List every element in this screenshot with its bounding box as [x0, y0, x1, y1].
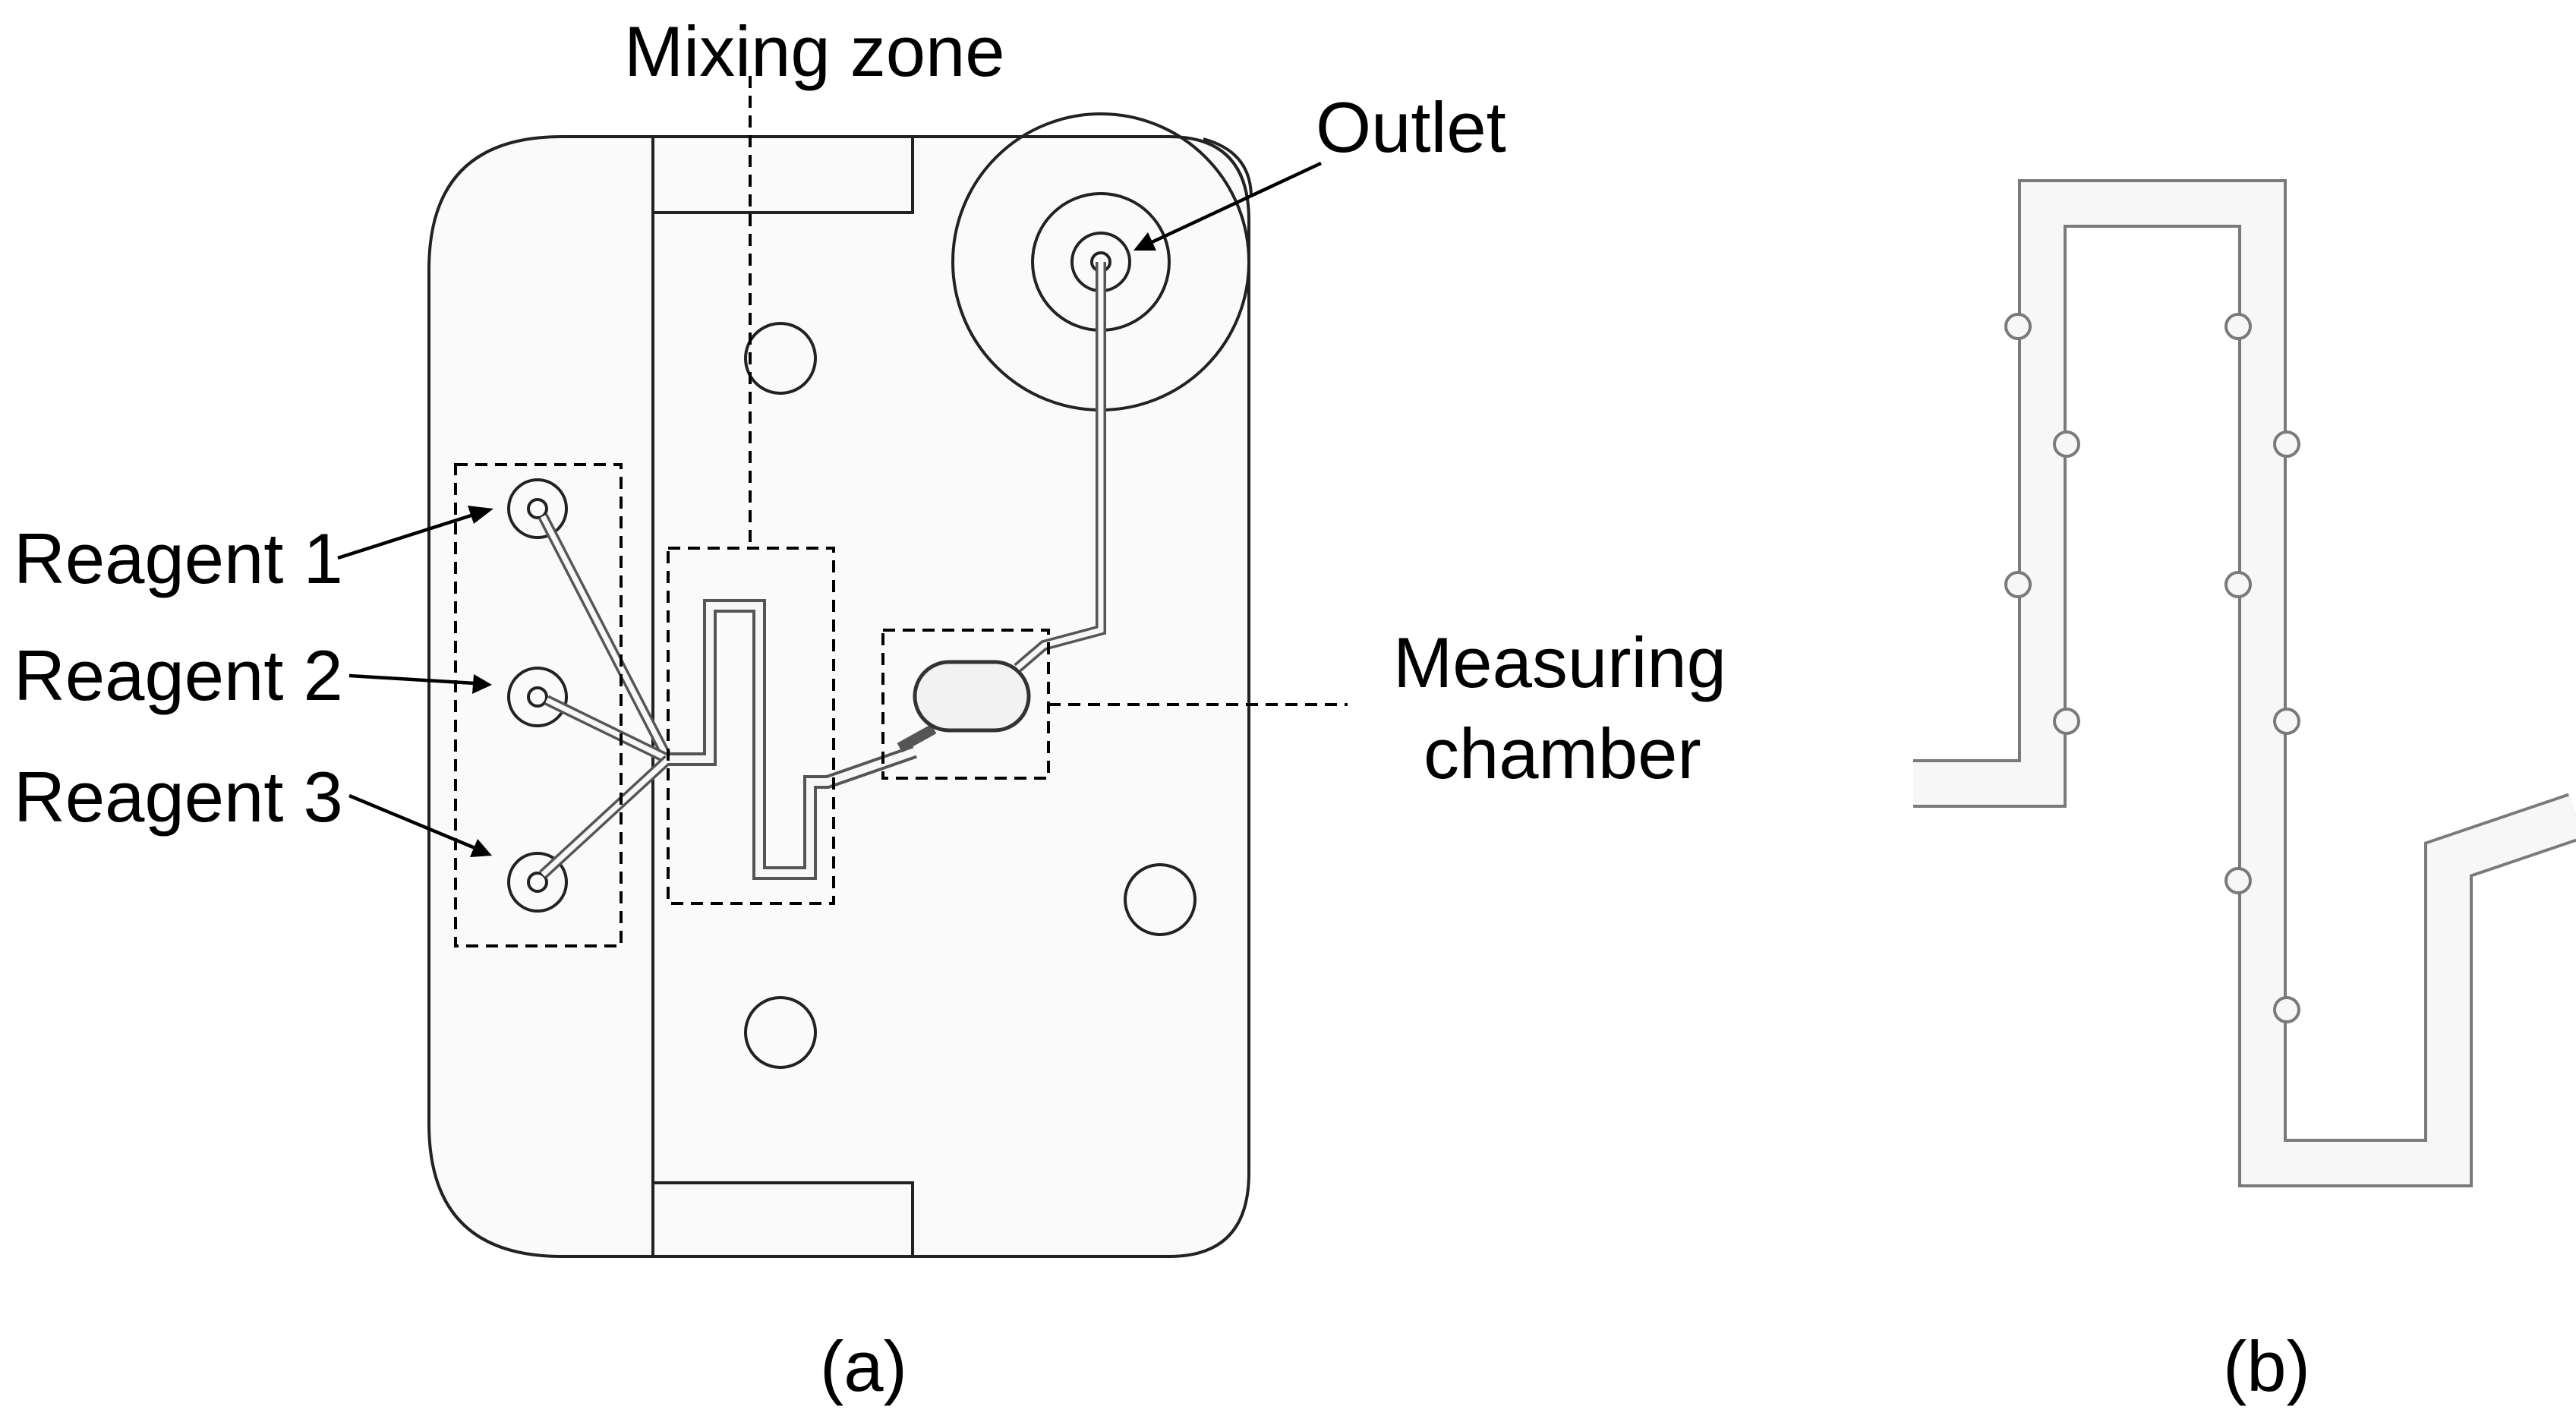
chip-top-tab: [653, 137, 914, 214]
reagent-1-port-outer: [507, 478, 568, 539]
mixing-zone-box: [667, 547, 835, 905]
mixing-zone-label: Mixing zone: [624, 11, 1005, 91]
chip-bottom-tab: [653, 1181, 914, 1256]
reagent-2-port-outer: [507, 667, 568, 727]
outlet-bump: [1203, 137, 1253, 198]
chip-body-outline: [427, 135, 1250, 1258]
outlet-label: Outlet: [1316, 87, 1506, 167]
reagent-2-arrow: [348, 673, 492, 694]
panel-b-zoom-view: (b): [1913, 179, 2576, 1406]
reagent-2-label: Reagent 2: [14, 635, 343, 715]
reagent-2-channel-core: [545, 697, 670, 762]
zoom-channel-notches: [2004, 313, 2300, 1023]
panel-a-caption: (a): [820, 1326, 907, 1406]
outlet-arrow: [1134, 161, 1322, 251]
reagent-3-label: Reagent 3: [14, 757, 343, 837]
reagent-region-box: [454, 463, 623, 947]
reagent-3-port-inner: [527, 872, 548, 893]
reagent-3-arrow: [348, 793, 492, 857]
reagent-channels: [538, 513, 673, 879]
mounting-hole: [744, 996, 817, 1069]
mounting-hole: [1124, 863, 1197, 936]
outlet-channel: [1014, 262, 1106, 673]
reagent-3-port-outer: [507, 852, 568, 913]
measuring-chamber-label-line2: chamber: [1424, 714, 1701, 793]
reagent-1-port-inner: [527, 498, 548, 519]
mixing-channel: [668, 599, 917, 880]
zoom-channel-core: [1913, 182, 2576, 1184]
reagent-1-label: Reagent 1: [14, 519, 343, 598]
reagent-2-port-inner: [527, 686, 548, 708]
reagent-1-channel-core: [540, 515, 671, 761]
measuring-chamber-label-line1: Measuring: [1393, 623, 1726, 702]
panel-a-chip-diagram: Mixing zone Outlet Reagent 1 Reagent 2 R…: [14, 11, 1726, 1406]
chamber-inlet-channel: [897, 724, 937, 753]
reagent-3-channel-core: [541, 757, 670, 877]
mounting-hole: [744, 322, 817, 395]
measuring-chamber: [913, 660, 1031, 733]
reagent-1-arrow: [337, 506, 493, 560]
panel-b-caption: (b): [2223, 1326, 2310, 1406]
